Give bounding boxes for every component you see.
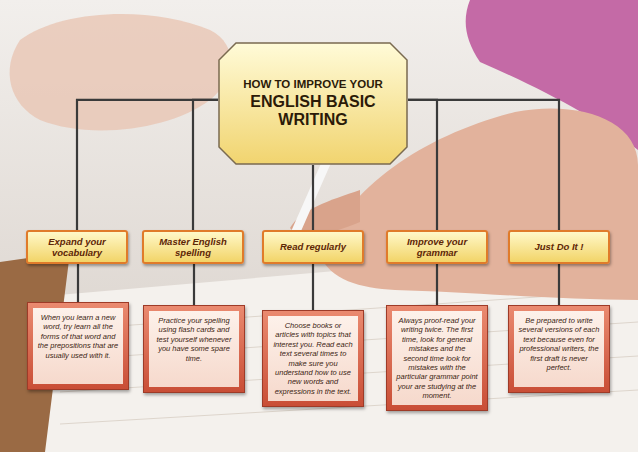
- tip-box: Always proof-read your writing twice. Th…: [386, 305, 488, 411]
- connector-line: [436, 264, 438, 305]
- connector-line: [193, 264, 195, 305]
- left-hand: [10, 14, 231, 130]
- title-box: HOW TO IMPROVE YOURENGLISH BASIC WRITING: [218, 42, 408, 165]
- title-heading: ENGLISH BASIC WRITING: [238, 93, 388, 130]
- connector-line: [558, 264, 560, 305]
- tip-box: Practice your spelling using flash cards…: [143, 305, 245, 393]
- topic-box: Expand your vocabulary: [26, 230, 128, 264]
- title-line: HOW TO IMPROVE YOUR: [243, 78, 383, 92]
- tip-text: Be prepared to write several versions of…: [514, 311, 604, 387]
- connector-line: [408, 100, 559, 230]
- topic-box: Read regularly: [262, 230, 364, 264]
- connector-line: [77, 100, 218, 230]
- tip-text: Practice your spelling using flash cards…: [149, 311, 239, 387]
- topic-label: Improve your grammar: [393, 236, 481, 259]
- topic-label: Just Do It !: [534, 241, 583, 252]
- tip-text: Choose books or articles with topics tha…: [268, 316, 358, 401]
- topic-label: Read regularly: [280, 241, 346, 252]
- topic-label: Expand your vocabulary: [33, 236, 121, 259]
- tip-text: When you learn a new word, try learn all…: [33, 308, 123, 384]
- connector-line: [193, 100, 218, 230]
- topic-label: Master English spelling: [149, 236, 237, 259]
- paper-rules: [60, 290, 638, 424]
- tip-box: When you learn a new word, try learn all…: [27, 302, 129, 390]
- topic-box: Master English spelling: [142, 230, 244, 264]
- connector-line: [312, 264, 314, 310]
- tip-text: Always proof-read your writing twice. Th…: [392, 311, 482, 405]
- connector-line: [77, 264, 79, 302]
- tip-box: Choose books or articles with topics tha…: [262, 310, 364, 407]
- topic-box: Just Do It !: [508, 230, 610, 264]
- connector-line: [408, 100, 437, 230]
- connector-line: [312, 165, 314, 230]
- title-outline: [219, 43, 407, 164]
- tip-box: Be prepared to write several versions of…: [508, 305, 610, 393]
- topic-box: Improve your grammar: [386, 230, 488, 264]
